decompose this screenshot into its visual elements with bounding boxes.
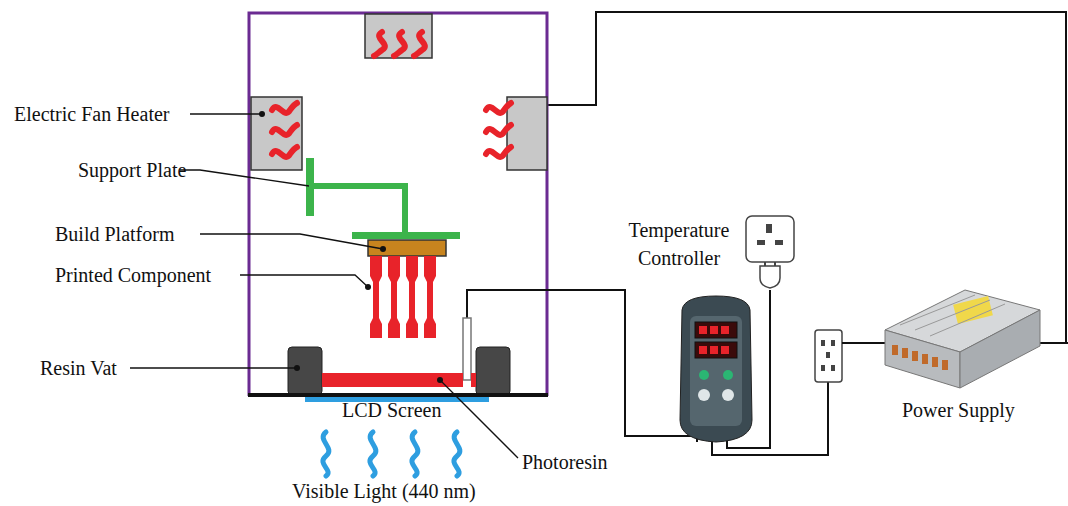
heater-left	[251, 97, 302, 170]
power-supply	[885, 290, 1040, 388]
part-label: Temperature Controller	[614, 216, 744, 272]
photoresin	[322, 373, 463, 387]
probe-wire	[467, 290, 697, 442]
part-label: Photoresin	[522, 451, 608, 473]
resin-vat	[476, 347, 510, 395]
part-label: Power Supply	[902, 399, 1015, 421]
photoresin	[471, 373, 476, 387]
part-label: Printed Component	[55, 264, 211, 286]
temperature-controller	[680, 296, 752, 442]
part-label: Support Plate	[78, 159, 186, 181]
light-waves	[323, 432, 460, 476]
support-plate	[306, 158, 460, 239]
supply-wire	[842, 342, 885, 344]
part-label: Visible Light (440 nm)	[292, 480, 476, 502]
part-label: LCD Screen	[342, 399, 441, 421]
temperature-probe	[463, 318, 471, 380]
heat-symbols	[272, 32, 511, 157]
base-line	[248, 393, 548, 397]
wall-socket	[746, 216, 794, 288]
leader-dots	[259, 111, 443, 383]
supply-wire	[1040, 342, 1068, 344]
resin-vat	[288, 347, 322, 395]
heater-right	[507, 97, 547, 170]
leader-lines	[130, 114, 518, 458]
power-socket	[815, 330, 842, 382]
part-label: Electric Fan Heater	[14, 103, 169, 125]
part-label: Resin Vat	[40, 357, 117, 379]
enclosure	[249, 13, 547, 396]
part-label: Build Platform	[55, 223, 174, 245]
printed-component	[370, 256, 436, 338]
heater-top	[365, 14, 432, 58]
